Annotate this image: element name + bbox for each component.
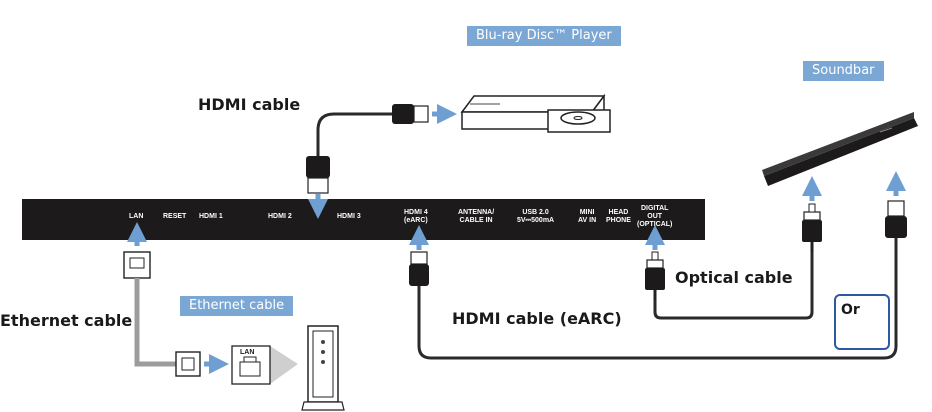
optical-cable <box>653 252 814 320</box>
bluray-player-tag: Blu-ray Disc™ Player <box>467 26 621 46</box>
port-reset-label: RESET <box>163 213 187 220</box>
hdmi-earc-cable <box>417 238 898 360</box>
port-antenna-label: ANTENNA/CABLE IN <box>458 209 495 224</box>
ethernet-cable <box>134 278 176 367</box>
tv-back-panel <box>22 199 705 240</box>
optical-plug-soundbar <box>802 203 822 252</box>
bluray-player-icon <box>460 93 611 133</box>
port-lan-label: LAN <box>129 213 144 220</box>
hdmi-plug-soundbar <box>885 200 907 238</box>
soundbar-tag: Soundbar <box>803 61 884 81</box>
hdmi-earc-cable-label: HDMI cable (eARC) <box>452 309 622 328</box>
port-hdmi3-label: HDMI 3 <box>337 213 361 220</box>
ethernet-cable-tag: Ethernet cable <box>180 296 294 316</box>
hdmi-cable-label: HDMI cable <box>198 95 301 114</box>
hdmi-plug-tv-hdmi2 <box>306 156 330 194</box>
router-lan-socket <box>239 361 261 377</box>
soundbar-icon <box>762 112 918 186</box>
hdmi-plug-tv-hdmi4 <box>409 251 429 286</box>
router-lan-pointer <box>270 346 298 384</box>
or-box <box>834 294 890 350</box>
optical-cable-label: Optical cable <box>675 268 793 287</box>
router-icon <box>301 325 345 411</box>
port-hdmi1-label: HDMI 1 <box>199 213 223 220</box>
hdmi-cable-bluray <box>316 112 392 156</box>
port-hdmi2-label: HDMI 2 <box>268 213 292 220</box>
rj45-plug-tv <box>123 251 151 279</box>
hdmi-plug-bluray-end <box>392 104 429 124</box>
router-lan-label: LAN <box>240 349 255 356</box>
optical-plug-tv <box>645 251 665 300</box>
rj45-plug-router <box>175 351 201 377</box>
ethernet-cable-label: Ethernet cable <box>0 311 133 330</box>
port-hdmi4-label: HDMI 4(eARC) <box>404 209 428 224</box>
or-label: Or <box>841 302 860 318</box>
